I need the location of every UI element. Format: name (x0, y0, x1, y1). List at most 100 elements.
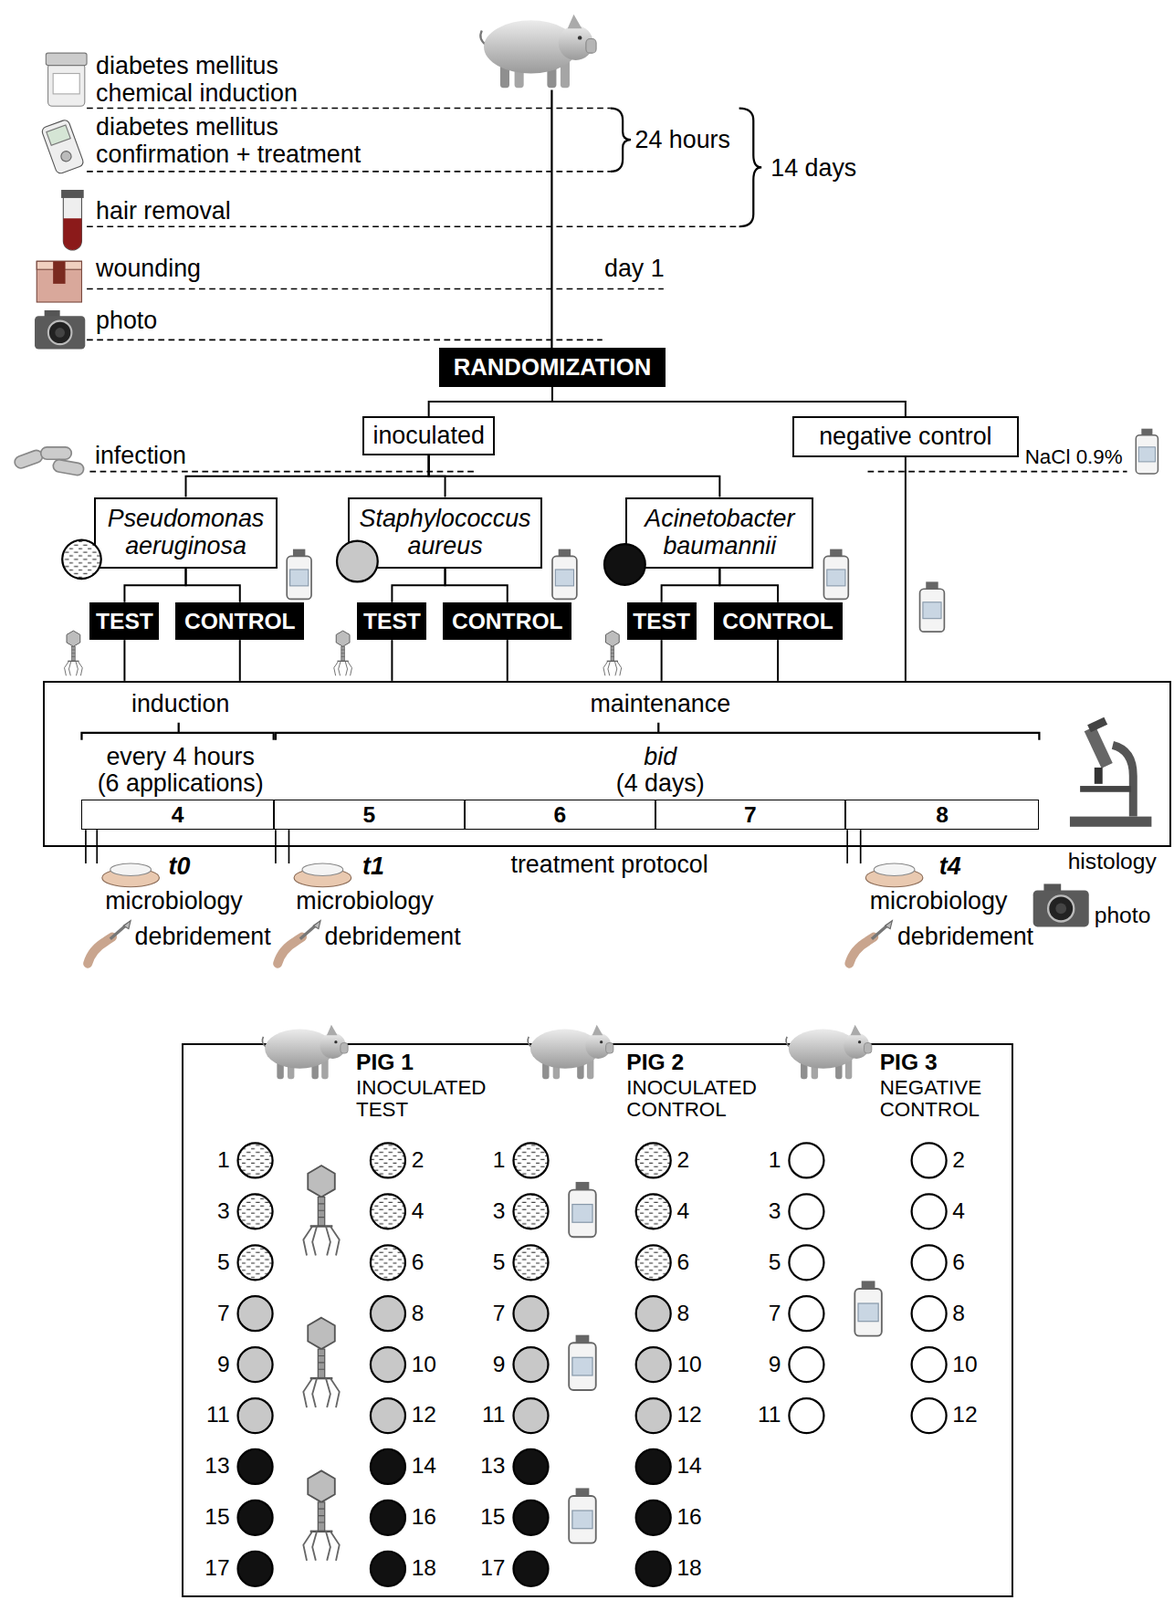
node-text: 4 (171, 802, 185, 828)
pig-panel: PIG 1INOCULATED TESTPIG 2INOCULATED CONT… (181, 1043, 1014, 1598)
pig-icon (480, 14, 597, 89)
brace (610, 108, 631, 172)
pig-icon (786, 1025, 872, 1080)
saline-bottle (568, 1488, 597, 1543)
callout-number: 9 (217, 1352, 231, 1377)
species-box: Staphylococcus aureus (347, 497, 542, 569)
phage-icon (334, 630, 353, 676)
bacteria-icon (12, 447, 84, 477)
swab-hand-icon (293, 863, 352, 888)
annotation-label: histology (1068, 849, 1157, 874)
callout-number: 1 (492, 1147, 506, 1173)
species-box: Acinetobacter baumannii (625, 497, 814, 569)
callout-number: 14 (411, 1453, 437, 1478)
node-text: 6 (553, 802, 567, 828)
saline-bottle (568, 1335, 597, 1391)
node-text: (4 days) (616, 770, 705, 798)
saline-bottle (286, 549, 312, 600)
node-text: Acinetobacter baumannii (633, 505, 806, 560)
randomization-box: RANDOMIZATION (439, 347, 666, 387)
callout-number: 2 (676, 1147, 690, 1173)
node-text: CONTROL (451, 608, 564, 634)
callout-number: 10 (676, 1352, 702, 1377)
callout-number: 8 (952, 1300, 965, 1326)
callout-number: 14 (676, 1453, 702, 1478)
callout-number: 16 (411, 1504, 437, 1530)
node-text: INOCULATED TEST (356, 1077, 493, 1122)
test-box: TEST (356, 602, 427, 640)
control-box: CONTROL (713, 602, 843, 640)
timeline-line (550, 89, 553, 348)
control-box: CONTROL (175, 602, 304, 640)
annotation-label: photo (1094, 902, 1152, 928)
callout-number: 12 (952, 1402, 977, 1427)
annotation-label: diabetes mellitus chemical induction (95, 52, 331, 107)
callout-number: 11 (206, 1402, 231, 1427)
callout-number: 15 (204, 1504, 230, 1530)
annotation-label: microbiology (870, 888, 1008, 916)
callout-number: 3 (768, 1198, 782, 1224)
annotation-label: photo (95, 307, 158, 336)
callout-number: 13 (204, 1453, 230, 1478)
group-box: negative control (792, 416, 1019, 458)
species-swatch (336, 541, 378, 583)
group-box: inoculated (362, 416, 495, 455)
connector-line (186, 455, 430, 498)
callout-number: 16 (676, 1504, 702, 1530)
brace (739, 108, 763, 228)
annotation-label: treatment protocol (510, 851, 708, 880)
jar-icon (45, 52, 87, 106)
node-text: negative control (818, 423, 992, 451)
node-text: maintenance (589, 691, 731, 719)
node-text: inoculated (372, 422, 484, 451)
connector-line (719, 568, 778, 603)
node-text: TEST (95, 608, 154, 634)
callout-number: 4 (411, 1198, 425, 1224)
test-box: TEST (89, 602, 159, 640)
callout-number: 7 (768, 1300, 782, 1326)
node-text: Staphylococcus aureus (356, 505, 535, 560)
callout-number: 10 (411, 1352, 437, 1377)
callout-number: 5 (768, 1249, 782, 1275)
day-cell: 5 (273, 799, 465, 831)
wound-circles (238, 1142, 273, 1586)
species-swatch (62, 540, 101, 579)
callout-number: 8 (411, 1300, 425, 1326)
node-text: 8 (935, 802, 949, 828)
saline-bottle (854, 1280, 882, 1336)
callout-number: 7 (217, 1300, 231, 1326)
glucometer-icon (41, 118, 85, 175)
camera-icon (34, 310, 85, 349)
species-swatch (604, 544, 646, 586)
phage-icon (303, 1318, 339, 1408)
node-text: Pseudomonas aeruginosa (102, 505, 271, 560)
test-box: TEST (627, 602, 697, 640)
time-point: t0 (168, 853, 191, 881)
connector-line (186, 568, 241, 603)
connector-line (123, 639, 126, 682)
node-text: RANDOMIZATION (453, 354, 652, 380)
callout-number: 2 (952, 1147, 965, 1173)
annotation-label: debridement (135, 923, 272, 952)
connector-line (661, 568, 721, 603)
callout-number: 17 (480, 1555, 505, 1581)
callout-number: 6 (411, 1249, 425, 1275)
annotation-label: 14 days (770, 155, 857, 183)
annotation-label: 24 hours (635, 126, 731, 155)
tube-icon (61, 189, 84, 251)
connector-line (660, 639, 663, 682)
wound-circles (370, 1142, 406, 1586)
callout-number: 11 (757, 1402, 782, 1427)
wound-circles (788, 1142, 824, 1434)
scalpel-icon (87, 921, 131, 965)
callout-number: 15 (480, 1504, 505, 1530)
saline-bottle (552, 549, 577, 600)
connector-line (239, 639, 242, 682)
callout-number: 17 (204, 1555, 230, 1581)
connector-line (904, 457, 907, 682)
callout-number: 6 (952, 1249, 965, 1275)
phage-icon (303, 1165, 339, 1256)
annotation-label: microbiology (295, 888, 434, 916)
